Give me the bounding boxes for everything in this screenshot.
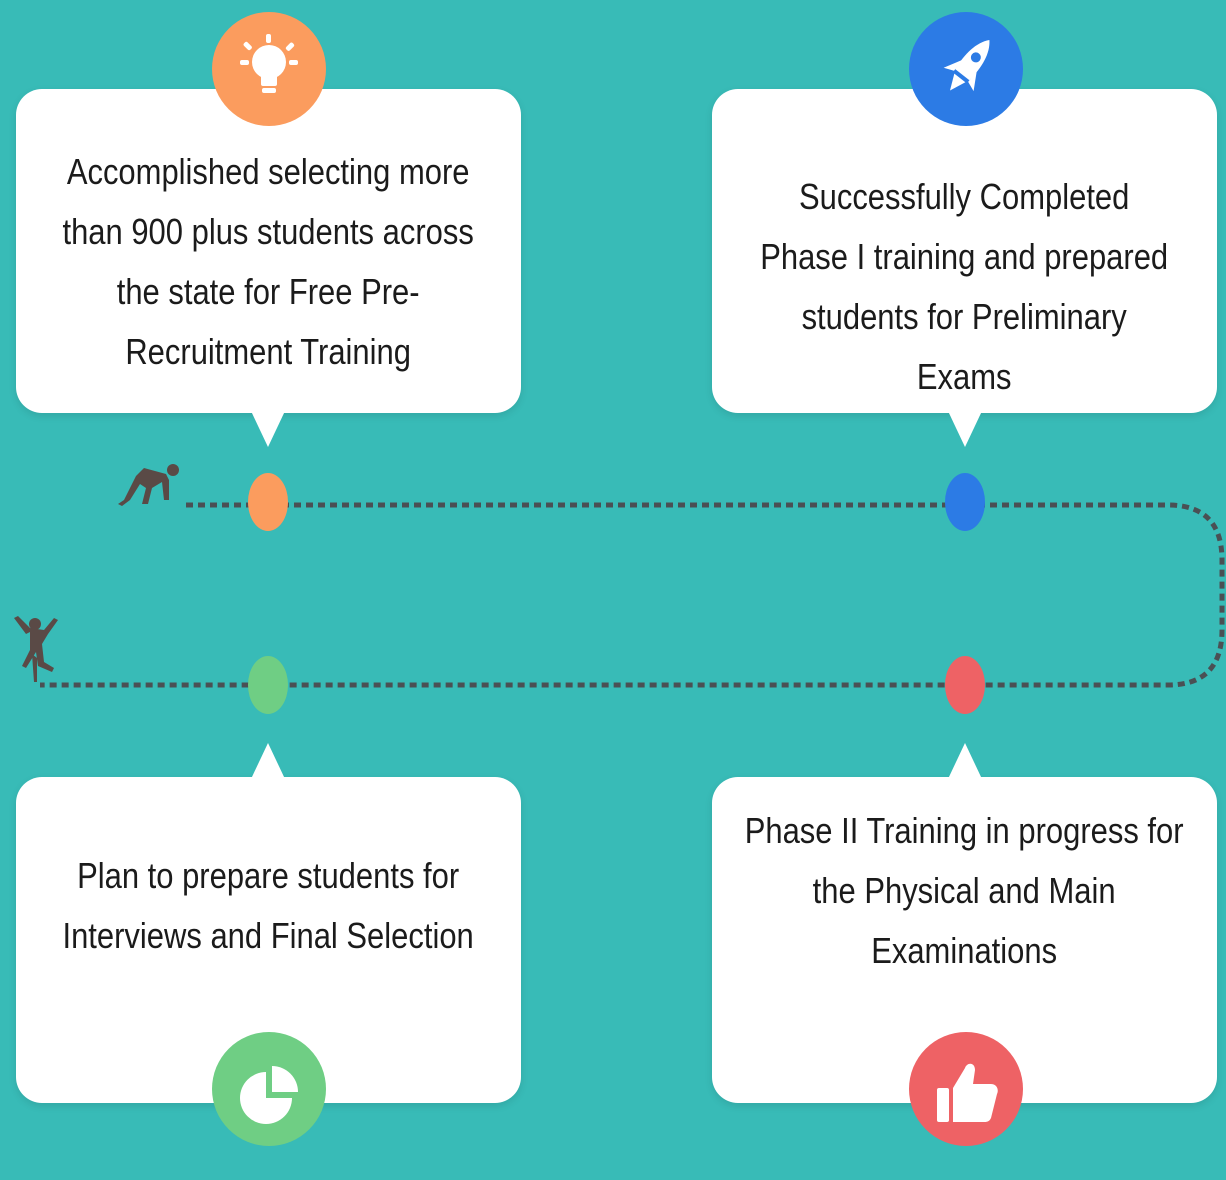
card-pointer-2 xyxy=(948,411,982,447)
pie-chart-badge xyxy=(212,1032,326,1146)
lightbulb-badge xyxy=(212,12,326,126)
card-pointer-1 xyxy=(251,411,285,447)
card-pointer-3 xyxy=(251,743,285,779)
milestone-dot-1 xyxy=(248,473,288,531)
milestone-dot-4 xyxy=(945,656,985,714)
milestone-dot-3 xyxy=(248,656,288,714)
lightbulb-icon xyxy=(240,34,298,93)
thumbs-up-icon xyxy=(937,1063,998,1122)
rocket-badge xyxy=(909,12,1023,126)
rocket-icon xyxy=(943,40,990,92)
milestone-dot-2 xyxy=(945,473,985,531)
runner-finish-icon xyxy=(14,616,58,682)
card-pointer-4 xyxy=(948,743,982,779)
pie-chart-icon xyxy=(240,1066,298,1124)
runner-start-icon xyxy=(118,464,179,506)
thumbs-up-badge xyxy=(909,1032,1023,1146)
